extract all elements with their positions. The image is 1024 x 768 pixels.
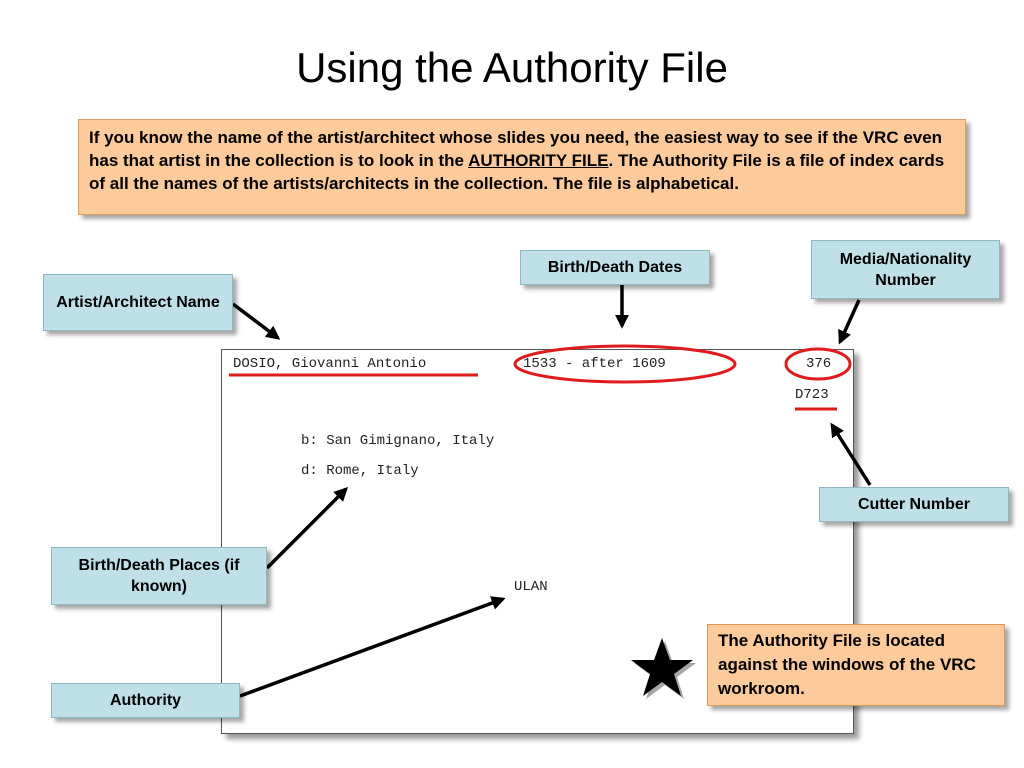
dates-circle: [513, 344, 737, 384]
places-label: Birth/Death Places (if known): [51, 547, 267, 605]
media-nationality-label: Media/Nationality Number: [811, 240, 1000, 299]
intro-text-box: If you know the name of the artist/archi…: [78, 119, 966, 215]
cutter-number-label: Cutter Number: [819, 487, 1009, 522]
authority-file-term: AUTHORITY FILE: [468, 151, 609, 170]
authority-label: Authority: [51, 683, 240, 718]
artist-name-label: Artist/Architect Name: [43, 274, 233, 331]
card-birth-place: b: San Gimignano, Italy: [301, 433, 495, 449]
star-icon: [631, 638, 696, 699]
slide-title: Using the Authority File: [296, 44, 728, 91]
intro-text-part2: . The Authority File is a file of index …: [89, 151, 945, 193]
card-death-place: d: Rome, Italy: [301, 463, 419, 479]
location-note: The Authority File is located against th…: [707, 624, 1005, 706]
authority-arrow: [239, 596, 506, 698]
card-dates: 1533 - after 1609: [523, 356, 666, 372]
card-media-number: 376: [806, 356, 832, 372]
media-number-arrow: [838, 299, 861, 345]
card-authority: ULAN: [514, 579, 548, 595]
places-arrow: [265, 487, 348, 570]
cutter-arrow: [830, 422, 872, 486]
intro-text-part1: If you know the name of the artist/archi…: [89, 128, 943, 170]
media-number-circle: [784, 347, 852, 381]
card-artist-name: DOSIO, Giovanni Antonio: [233, 356, 427, 372]
card-cutter-number: D723: [795, 387, 829, 403]
dates-label: Birth/Death Dates: [520, 250, 710, 285]
artist-name-arrow: [231, 302, 281, 340]
